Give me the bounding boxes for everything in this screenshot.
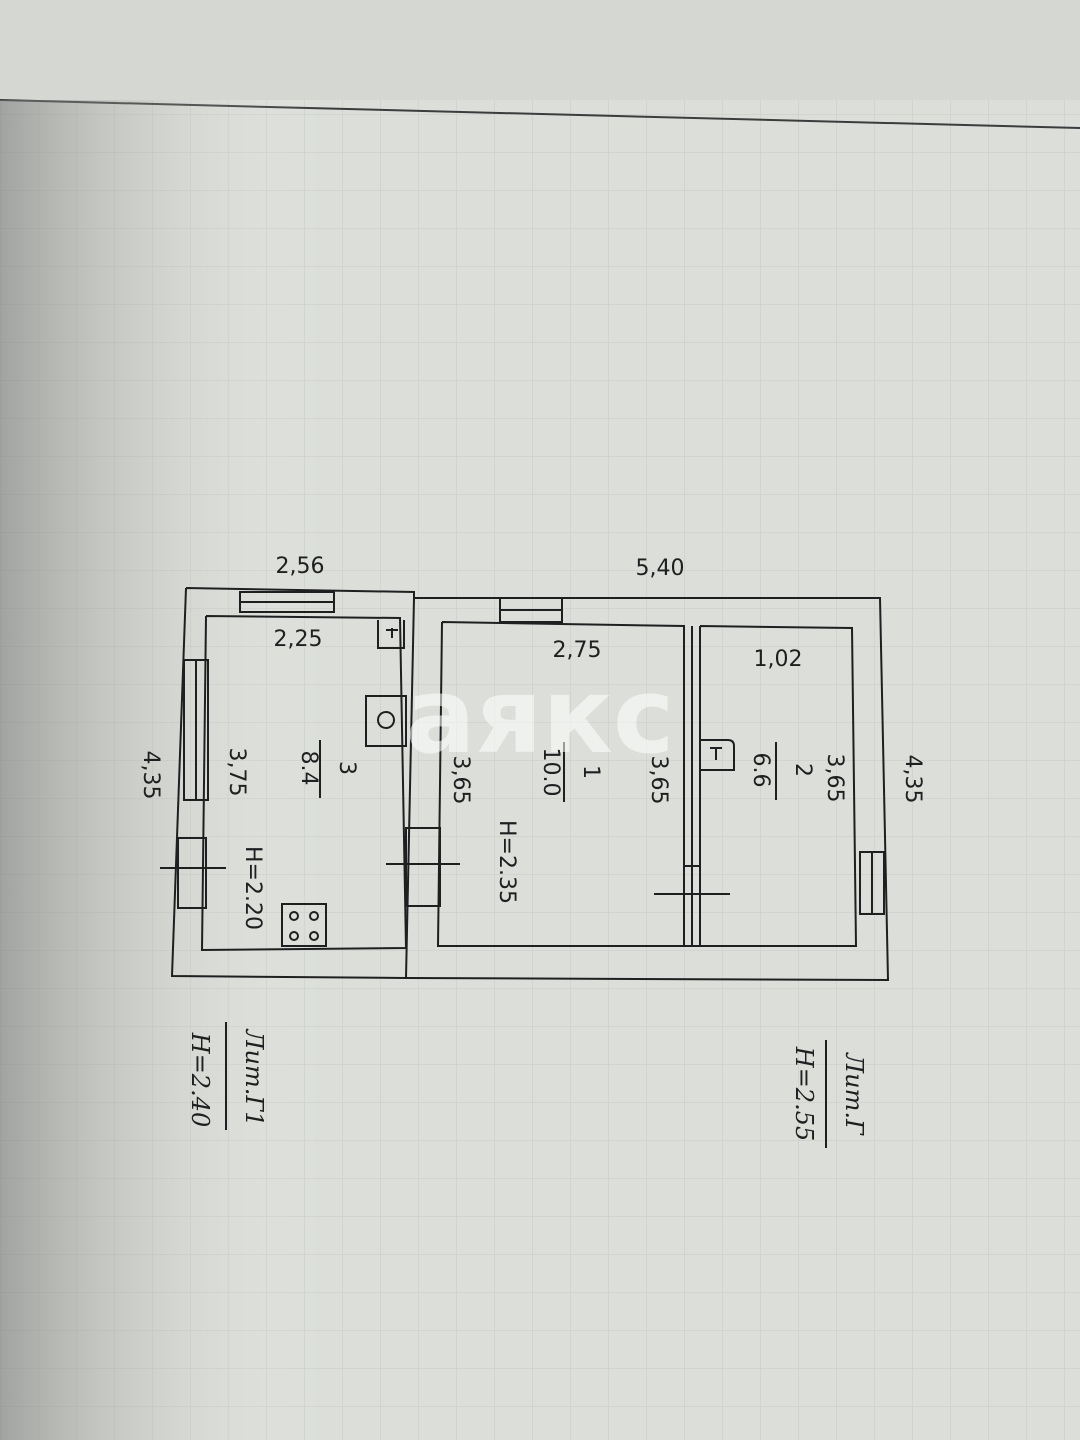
- dim-room3-width: 2,25: [274, 627, 323, 652]
- dim-top-main-outer: 5,40: [636, 556, 685, 581]
- stove: [281, 903, 327, 947]
- stove-burner-4: [309, 931, 319, 941]
- room1-area: 10.0: [538, 748, 563, 797]
- sink-room2-tap: [710, 747, 722, 760]
- outer-wall: [170, 587, 890, 982]
- boiler-box: [365, 695, 407, 747]
- dim-top-left-outer: 2,56: [276, 554, 325, 579]
- lit-g-name: Лит.Г: [840, 1052, 868, 1136]
- lit-g1-name: Лит.Г1: [240, 1028, 268, 1126]
- watermark-text: аякс: [405, 655, 674, 777]
- room3-height: H=2.20: [240, 846, 265, 930]
- stove-burner-3: [289, 931, 299, 941]
- dim-room3-left: 3,75: [224, 748, 249, 797]
- dim-room1-left: 3,65: [448, 756, 473, 805]
- sink-room3-tap: [386, 628, 398, 638]
- dim-room1-right: 3,65: [646, 756, 671, 805]
- room3-number: 3: [334, 761, 359, 775]
- sink-room2: [700, 739, 735, 771]
- dim-room1-width: 2,75: [553, 638, 602, 663]
- room1-height: H=2.35: [494, 820, 519, 904]
- room2-inner-wall: [699, 625, 858, 947]
- dim-room2-width: 1,02: [754, 647, 803, 672]
- lit-g1-height: H=2.40: [186, 1032, 214, 1127]
- room3-area: 8.4: [296, 751, 321, 786]
- boiler-circle: [377, 711, 395, 729]
- room2-number: 2: [790, 763, 815, 777]
- dim-right-outer: 4,35: [900, 755, 925, 804]
- dim-left-outer: 4,35: [138, 751, 163, 800]
- partition-left: [405, 597, 415, 979]
- door-right: [683, 865, 701, 947]
- stove-burner-1: [289, 911, 299, 921]
- dim-room2-right: 3,65: [822, 754, 847, 803]
- sink-room3: [377, 620, 405, 649]
- door-left-outer: [177, 837, 207, 909]
- door-mid: [405, 827, 441, 907]
- room1-number: 1: [578, 765, 603, 779]
- top-paper-strip: [0, 0, 1080, 100]
- stove-burner-2: [309, 911, 319, 921]
- lit-g-height: H=2.55: [790, 1046, 818, 1141]
- floor-plan: [160, 587, 890, 1148]
- room2-area: 6.6: [748, 753, 773, 788]
